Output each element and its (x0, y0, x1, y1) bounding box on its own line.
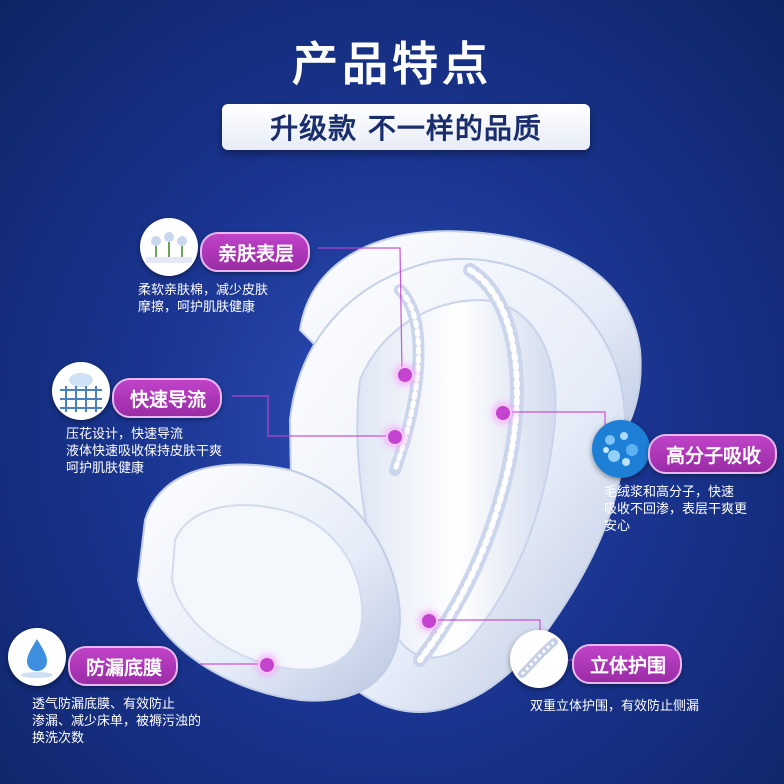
polymer-granules-icon (592, 420, 650, 478)
target-marker-flow (386, 428, 404, 446)
side-guard-icon (510, 630, 568, 688)
water-drop-icon (8, 628, 66, 686)
page-title: 产品特点 (292, 37, 492, 91)
subtitle-text: 升级款 不一样的品质 (270, 112, 542, 145)
feature-desc-polymer: 毛绒浆和高分子，快速 吸收不回渗，表层干爽更 安心 (604, 485, 748, 534)
target-marker-guard (420, 612, 438, 630)
feature-desc-fast-flow: 压花设计，快速导流 液体快速吸收保持皮肤干爽 呵护肌肤健康 (66, 427, 223, 476)
cotton-flower-icon (140, 218, 198, 276)
feature-label-polymer: 高分子吸收 (648, 434, 778, 474)
feature-desc-skin-layer: 柔软亲肤棉，减少皮肤 摩擦，呵护肌肤健康 (138, 283, 269, 315)
target-marker-skin (396, 366, 414, 384)
subtitle-banner: 升级款 不一样的品质 (222, 104, 590, 150)
feature-label-skin-layer: 亲肤表层 (200, 232, 311, 272)
target-marker-polymer (494, 404, 512, 422)
feature-label-fast-flow: 快速导流 (112, 378, 223, 418)
feature-label-leak-proof: 防漏底膜 (68, 646, 179, 686)
embossed-grid-icon (52, 362, 110, 420)
feature-desc-leak-proof: 透气防漏底膜、有效防止 渗漏、减少床单，被褥污浊的 换洗次数 (32, 697, 202, 746)
target-marker-leak (258, 656, 276, 674)
feature-label-guard: 立体护围 (572, 644, 683, 684)
feature-desc-guard: 双重立体护围，有效防止侧漏 (530, 699, 700, 714)
